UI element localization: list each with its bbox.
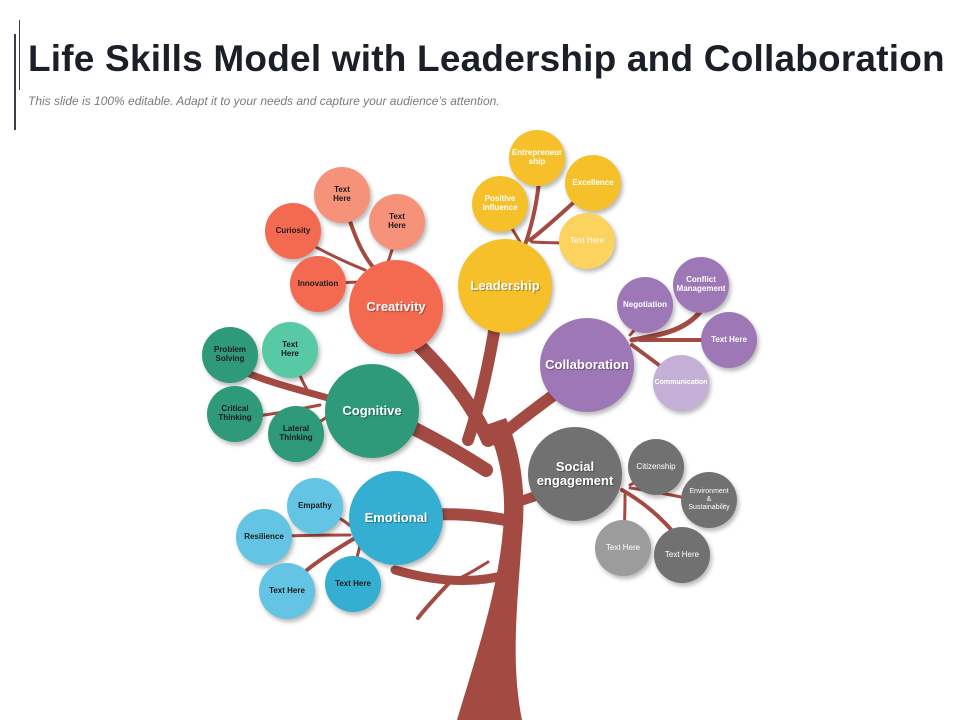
leaf-label: Text Here xyxy=(711,336,747,345)
leaf-creativity-curiosity: Curiosity xyxy=(265,203,321,259)
leaf-cognitive-critical-thinking: Critical Thinking xyxy=(207,386,263,442)
bubble-creativity: Creativity xyxy=(349,260,443,354)
label-collaboration: Collaboration xyxy=(545,358,629,372)
branch-lower-twig xyxy=(418,582,450,618)
leaf-label: Entrepreneur ship xyxy=(512,149,562,167)
leaf-creativity-innovation: Innovation xyxy=(290,256,346,312)
leaf-leadership-entrepreneurship: Entrepreneur ship xyxy=(509,130,565,186)
leaf-cognitive-problem-solving: Problem Solving xyxy=(202,327,258,383)
leaf-label: Negotiation xyxy=(623,301,667,310)
leaf-label: Resilience xyxy=(244,533,284,542)
leaf-label: Positive Influence xyxy=(482,195,517,213)
leaf-label: Text Here xyxy=(606,544,640,553)
leaf-label: Communication xyxy=(655,379,708,387)
leaf-label: Environment & Sustainability xyxy=(688,488,729,511)
leaf-leadership-excellence: Excellence xyxy=(565,155,621,211)
leaf-leadership-positive-influence: Positive Influence xyxy=(472,176,528,232)
leaf-label: Text Here xyxy=(388,213,406,231)
leaf-social-environment: Environment & Sustainability xyxy=(681,472,737,528)
leaf-label: Innovation xyxy=(298,280,338,289)
branch-lower xyxy=(395,570,505,580)
bubble-collaboration: Collaboration xyxy=(540,318,634,412)
leaf-label: Problem Solving xyxy=(214,346,246,364)
leaf-leadership-text: Text Here xyxy=(559,213,615,269)
leaf-social-citizenship: Citizenship xyxy=(628,439,684,495)
label-cognitive: Cognitive xyxy=(342,404,401,418)
bubble-emotional: Emotional xyxy=(349,471,443,565)
bubble-leadership: Leadership xyxy=(458,239,552,333)
leaf-label: Text Here xyxy=(281,341,299,359)
leaf-creativity-1: Text Here xyxy=(314,167,370,223)
leaf-label: Text Here xyxy=(665,551,699,560)
leaf-label: Curiosity xyxy=(276,227,311,236)
leaf-emotional-resilience: Resilience xyxy=(236,509,292,565)
label-emotional: Emotional xyxy=(365,511,428,525)
label-social-engagement: Social engagement xyxy=(537,460,614,489)
leaf-label: Empathy xyxy=(298,502,332,511)
leaf-label: Text Here xyxy=(335,580,371,589)
leaf-creativity-2: Text Here xyxy=(369,194,425,250)
leaf-social-text-1: Text Here xyxy=(595,520,651,576)
leaf-label: Text Here xyxy=(570,237,604,246)
leaf-collaboration-conflict: Conflict Management xyxy=(673,257,729,313)
label-leadership: Leadership xyxy=(470,279,539,293)
leaf-cognitive-text: Text Here xyxy=(262,322,318,378)
leaf-label: Text Here xyxy=(269,587,305,596)
leaf-emotional-empathy: Empathy xyxy=(287,478,343,534)
leaf-collaboration-communication: Communication xyxy=(653,355,709,411)
bubble-social-engagement: Social engagement xyxy=(528,427,622,521)
leaf-social-text-2: Text Here xyxy=(654,527,710,583)
leaf-label: Conflict Management xyxy=(677,276,726,294)
leaf-label: Citizenship xyxy=(636,463,675,472)
leaf-label: Excellence xyxy=(572,179,613,188)
label-creativity: Creativity xyxy=(366,300,425,314)
leaf-emotional-text-2: Text Here xyxy=(325,556,381,612)
bubble-cognitive: Cognitive xyxy=(325,364,419,458)
leaf-emotional-text-1: Text Here xyxy=(259,563,315,619)
leaf-collaboration-negotiation: Negotiation xyxy=(617,277,673,333)
leaf-label: Text Here xyxy=(333,186,351,204)
leaf-collaboration-text: Text Here xyxy=(701,312,757,368)
leaf-label: Lateral Thinking xyxy=(279,425,312,443)
leaf-cognitive-lateral-thinking: Lateral Thinking xyxy=(268,406,324,462)
leaf-label: Critical Thinking xyxy=(218,405,251,423)
